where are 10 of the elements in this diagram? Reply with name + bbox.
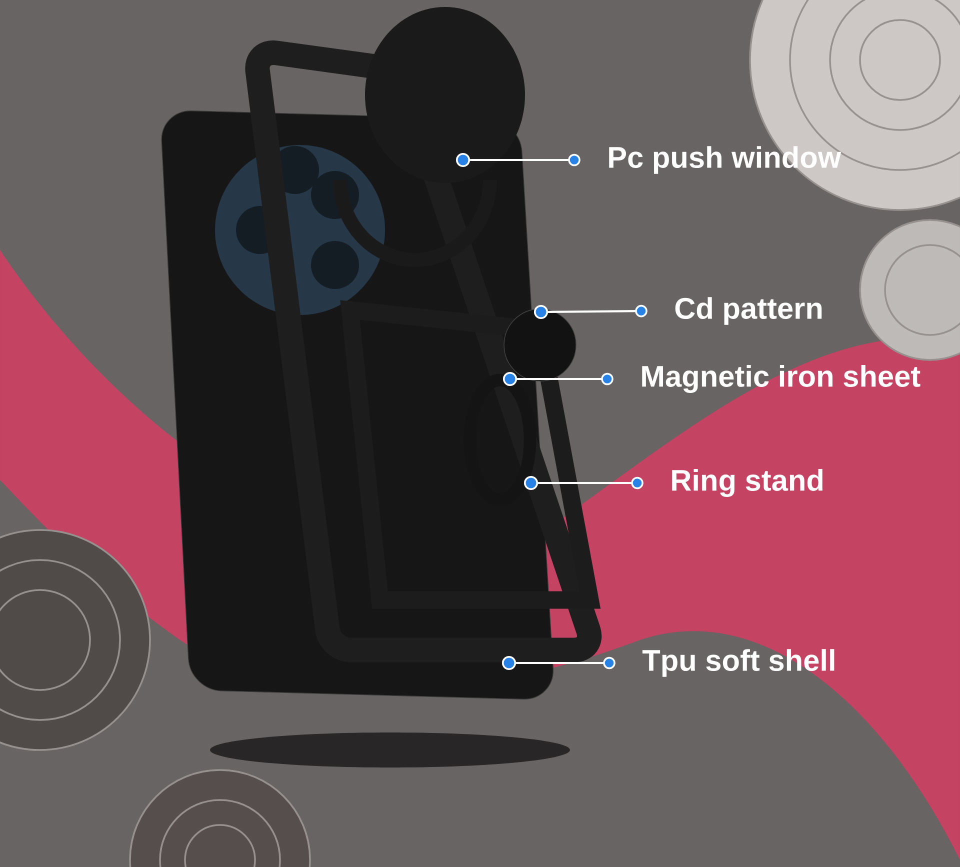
leader-line — [517, 372, 614, 386]
callout-label: Ring stand — [672, 469, 822, 497]
leader-line — [538, 476, 644, 490]
callout-label: Cd pattern — [675, 297, 822, 325]
callout-label: Tpu soft shell — [642, 649, 834, 677]
leader-line — [470, 154, 580, 166]
leader-line — [548, 304, 648, 318]
callout-label: Pc push window — [609, 146, 842, 174]
callout-label: Magnetic iron sheet — [642, 365, 920, 393]
leader-line — [516, 656, 616, 670]
